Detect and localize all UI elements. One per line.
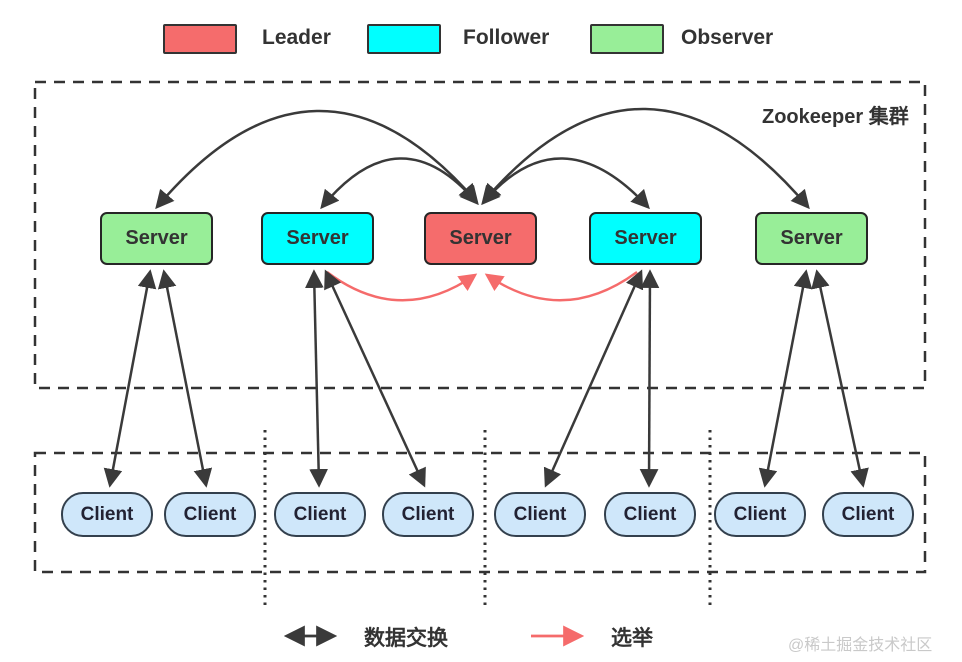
client-4: Client [382,492,474,537]
edge-leader-observer2 [482,107,810,210]
edge-election-follower1-leader [326,271,478,302]
client-7: Client [714,492,806,537]
edge-observer2-client7 [758,269,813,488]
edge-leader-observer1 [155,109,478,210]
edge-follower2-client5 [543,269,644,488]
server-follower-2: Server [589,212,702,265]
edge-follower1-client4 [324,269,426,488]
legend-label-election: 选举 [611,627,653,650]
server-observer-2: Server [755,212,868,265]
legend-swatch-follower [367,24,441,54]
edge-leader-follower2 [481,157,650,210]
legend-label-follower: Follower [463,26,550,49]
client-2: Client [164,492,256,537]
server-follower-1: Server [261,212,374,265]
legend-label-observer: Observer [681,26,774,49]
edge-observer1-client2 [157,269,213,488]
legend-label-data-exchange: 数据交换 [364,627,448,650]
edge-follower2-client6 [639,269,660,488]
edge-observer1-client1 [103,269,157,488]
edge-election-follower2-leader [484,271,638,302]
legend-swatch-observer [590,24,664,54]
legend-label-leader: Leader [262,26,331,49]
server-observer-1: Server [100,212,213,265]
client-1: Client [61,492,153,537]
client-6: Client [604,492,696,537]
legend-swatch-leader [163,24,237,54]
watermark: @稀土掘金技术社区 [788,637,933,654]
server-leader: Server [424,212,537,265]
edge-leader-follower1 [320,157,479,210]
client-3: Client [274,492,366,537]
cluster-title: Zookeeper 集群 [762,106,909,128]
edge-follower1-client3 [305,269,328,488]
client-5: Client [494,492,586,537]
edge-observer2-client8 [811,269,869,488]
client-8: Client [822,492,914,537]
